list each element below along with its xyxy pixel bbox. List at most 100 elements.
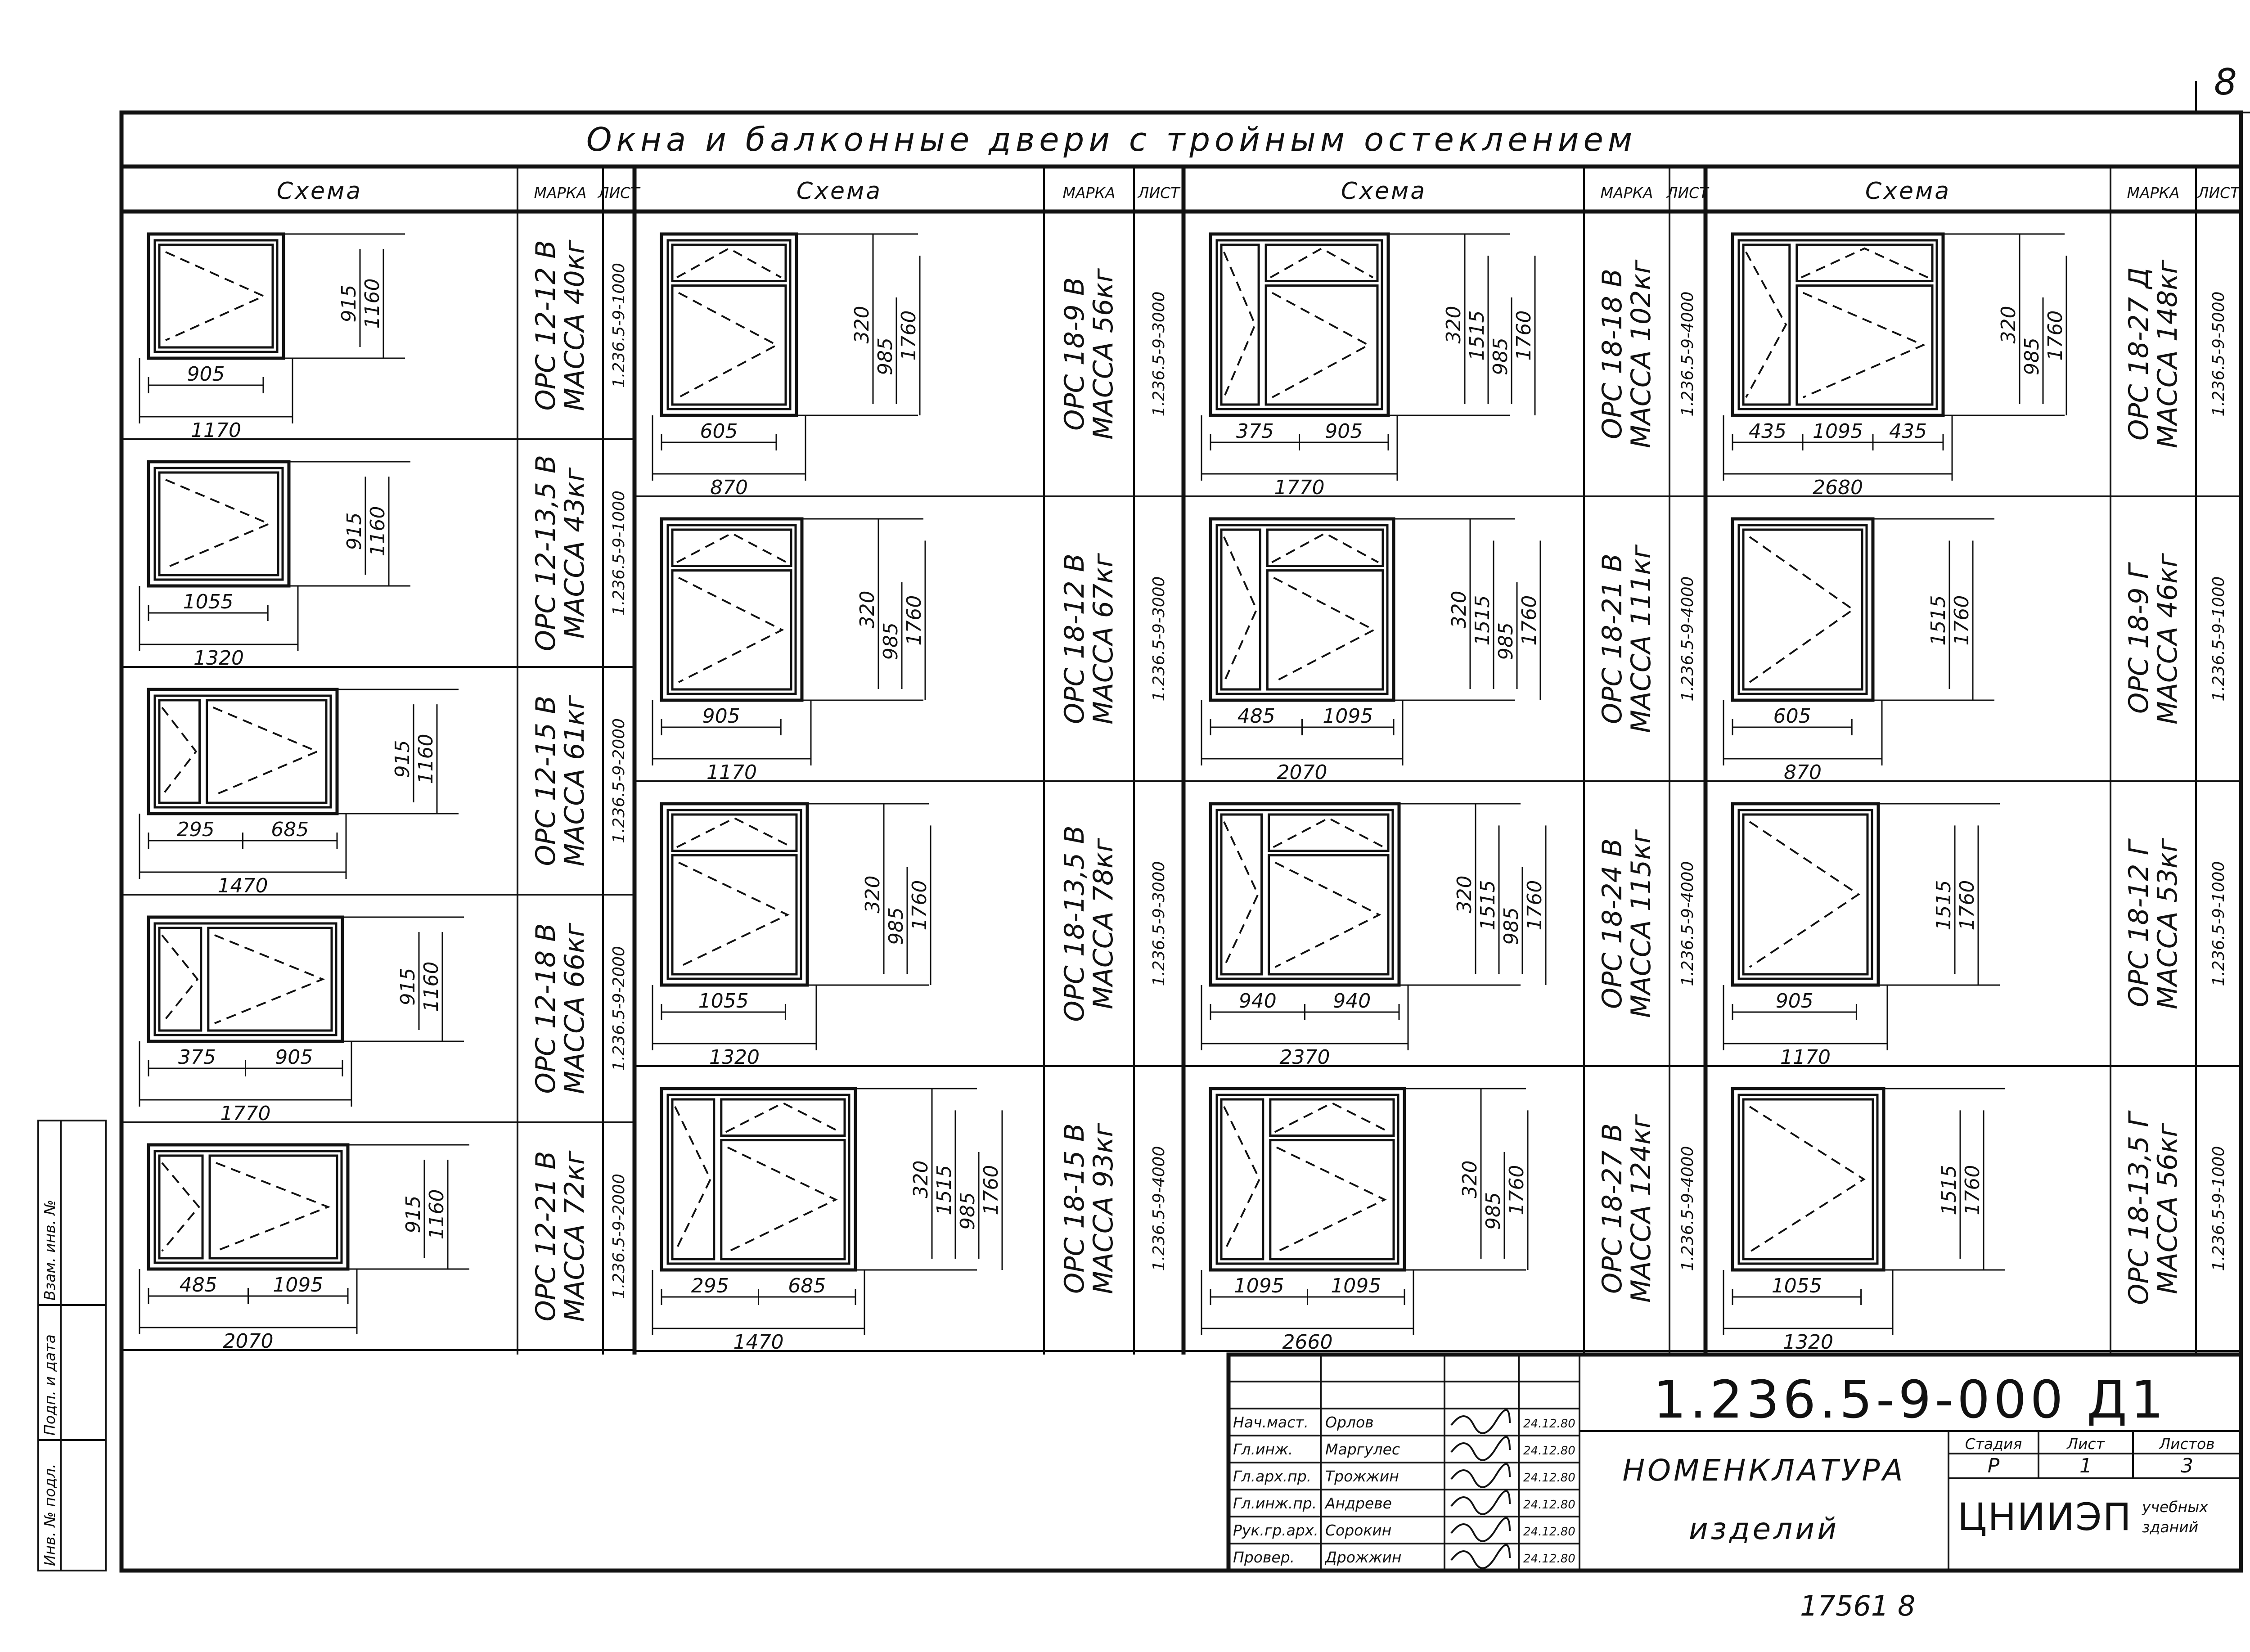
product-mass: МАССА 56кг	[2152, 1123, 2183, 1294]
product-sheet-ref: 1.236.5-9-4000	[1678, 861, 1697, 986]
table-title: Окна и балконные двери с тройным остекле…	[586, 121, 1637, 158]
window-main-pane	[1742, 813, 1869, 976]
window-sash	[1215, 809, 1394, 980]
signature-name: Маргулес	[1325, 1440, 1400, 1458]
window-transom	[671, 528, 792, 567]
overall-width-dimension: 2070	[223, 1330, 274, 1353]
sheet-value: 1	[2079, 1454, 2092, 1477]
window-transom	[720, 1098, 846, 1137]
opening-indicator	[161, 1162, 200, 1252]
opening-indicator	[1749, 821, 1860, 968]
height-dimension: 915	[402, 1196, 425, 1233]
document-name-line1: НОМЕНКЛАТУРА	[1623, 1453, 1906, 1488]
product-mark: ОРС 12-21 В	[530, 1151, 562, 1322]
handwritten-signature	[1450, 1463, 1511, 1488]
height-dimension: 1515	[1938, 1165, 1961, 1215]
opening-indicator	[1270, 247, 1373, 279]
opening-indicator	[165, 251, 266, 341]
overall-width-dimension: 2680	[1813, 476, 1863, 499]
width-dimension: 940	[1333, 990, 1371, 1013]
product-sheet-ref: 1.236.5-9-1000	[2210, 1146, 2228, 1271]
header-mark-1: МАРКА	[534, 184, 587, 202]
window-main-pane	[1268, 854, 1390, 976]
opening-indicator	[1273, 817, 1384, 848]
header-scheme-2: Схема	[796, 178, 882, 205]
height-dimension: 1760	[1512, 311, 1535, 361]
signature-role: Рук.гр.арх.	[1233, 1521, 1318, 1539]
width-dimension: 1055	[1772, 1274, 1822, 1297]
product-sheet-ref: 1.236.5-9-3000	[1150, 576, 1168, 702]
header-sheet-2: ЛИСТ	[1138, 184, 1181, 202]
opening-indicator	[216, 1162, 331, 1252]
height-dimension: 985	[1482, 1192, 1505, 1230]
window-side-pane	[1220, 1098, 1264, 1260]
window-transom	[671, 813, 798, 852]
opening-indicator	[1274, 861, 1382, 968]
product-mass: МАССА 56кг	[1088, 268, 1119, 440]
opening-indicator	[165, 479, 272, 569]
left-stamp: Инв. № подл. Подп. и дата Взам. инв. №	[37, 1120, 107, 1571]
window-sash	[1215, 524, 1389, 695]
organization-sub2: зданий	[2142, 1518, 2198, 1536]
width-dimension: 1095	[273, 1274, 323, 1296]
opening-indicator	[1223, 821, 1259, 968]
height-dimension: 1760	[908, 880, 931, 931]
window-sash	[153, 1150, 343, 1264]
width-dimension: 1055	[183, 590, 234, 613]
opening-indicator	[1276, 1146, 1387, 1253]
signature-role: Гл.инж.пр.	[1233, 1494, 1317, 1512]
height-dimension: 1760	[2044, 311, 2067, 361]
window-frame	[1209, 517, 1395, 702]
handwritten-signature	[1450, 1436, 1511, 1461]
window-side-pane	[1220, 243, 1260, 406]
height-dimension: 1515	[1471, 595, 1494, 646]
window-sash	[666, 809, 802, 980]
product-mass: МАССА 43кг	[559, 467, 590, 639]
window-main-pane	[1742, 528, 1863, 691]
opening-indicator	[1803, 292, 1926, 398]
opening-indicator	[161, 707, 198, 797]
signature-name: Дрожжин	[1324, 1548, 1401, 1566]
product-mass: МАССА 111кг	[1625, 545, 1657, 733]
overall-width-dimension: 1320	[1783, 1331, 1833, 1354]
height-dimension: 1160	[420, 962, 443, 1012]
opening-indicator	[678, 576, 784, 683]
signature-role: Гл.арх.пр.	[1233, 1467, 1311, 1485]
opening-indicator	[1800, 247, 1928, 279]
overall-width-dimension: 870	[710, 476, 748, 499]
window-transom	[1269, 1098, 1395, 1137]
width-dimension: 905	[702, 705, 740, 728]
signature-name: Трожжин	[1325, 1467, 1399, 1485]
height-dimension: 320	[1453, 876, 1476, 914]
window-transom	[1268, 813, 1390, 852]
height-dimension: 1760	[980, 1165, 1003, 1215]
window-frame	[660, 802, 809, 987]
height-dimension: 1760	[1961, 1165, 1984, 1215]
opening-indicator	[1223, 536, 1258, 683]
width-dimension: 435	[1749, 420, 1786, 443]
width-dimension: 1095	[1234, 1274, 1284, 1297]
product-sheet-ref: 1.236.5-9-3000	[1150, 292, 1168, 417]
window-side-pane	[1220, 813, 1263, 976]
signature-role: Провер.	[1233, 1548, 1295, 1566]
overall-width-dimension: 1320	[194, 647, 244, 670]
overall-width-dimension: 1470	[218, 874, 268, 897]
overall-width-dimension: 1770	[220, 1102, 271, 1125]
height-dimension: 915	[391, 740, 414, 778]
height-dimension: 320	[1997, 306, 2020, 344]
product-sheet-ref: 1.236.5-9-5000	[2210, 292, 2228, 417]
document-code: 1.236.5-9-000 Д1	[1653, 1370, 2167, 1430]
height-dimension: 320	[909, 1161, 932, 1198]
